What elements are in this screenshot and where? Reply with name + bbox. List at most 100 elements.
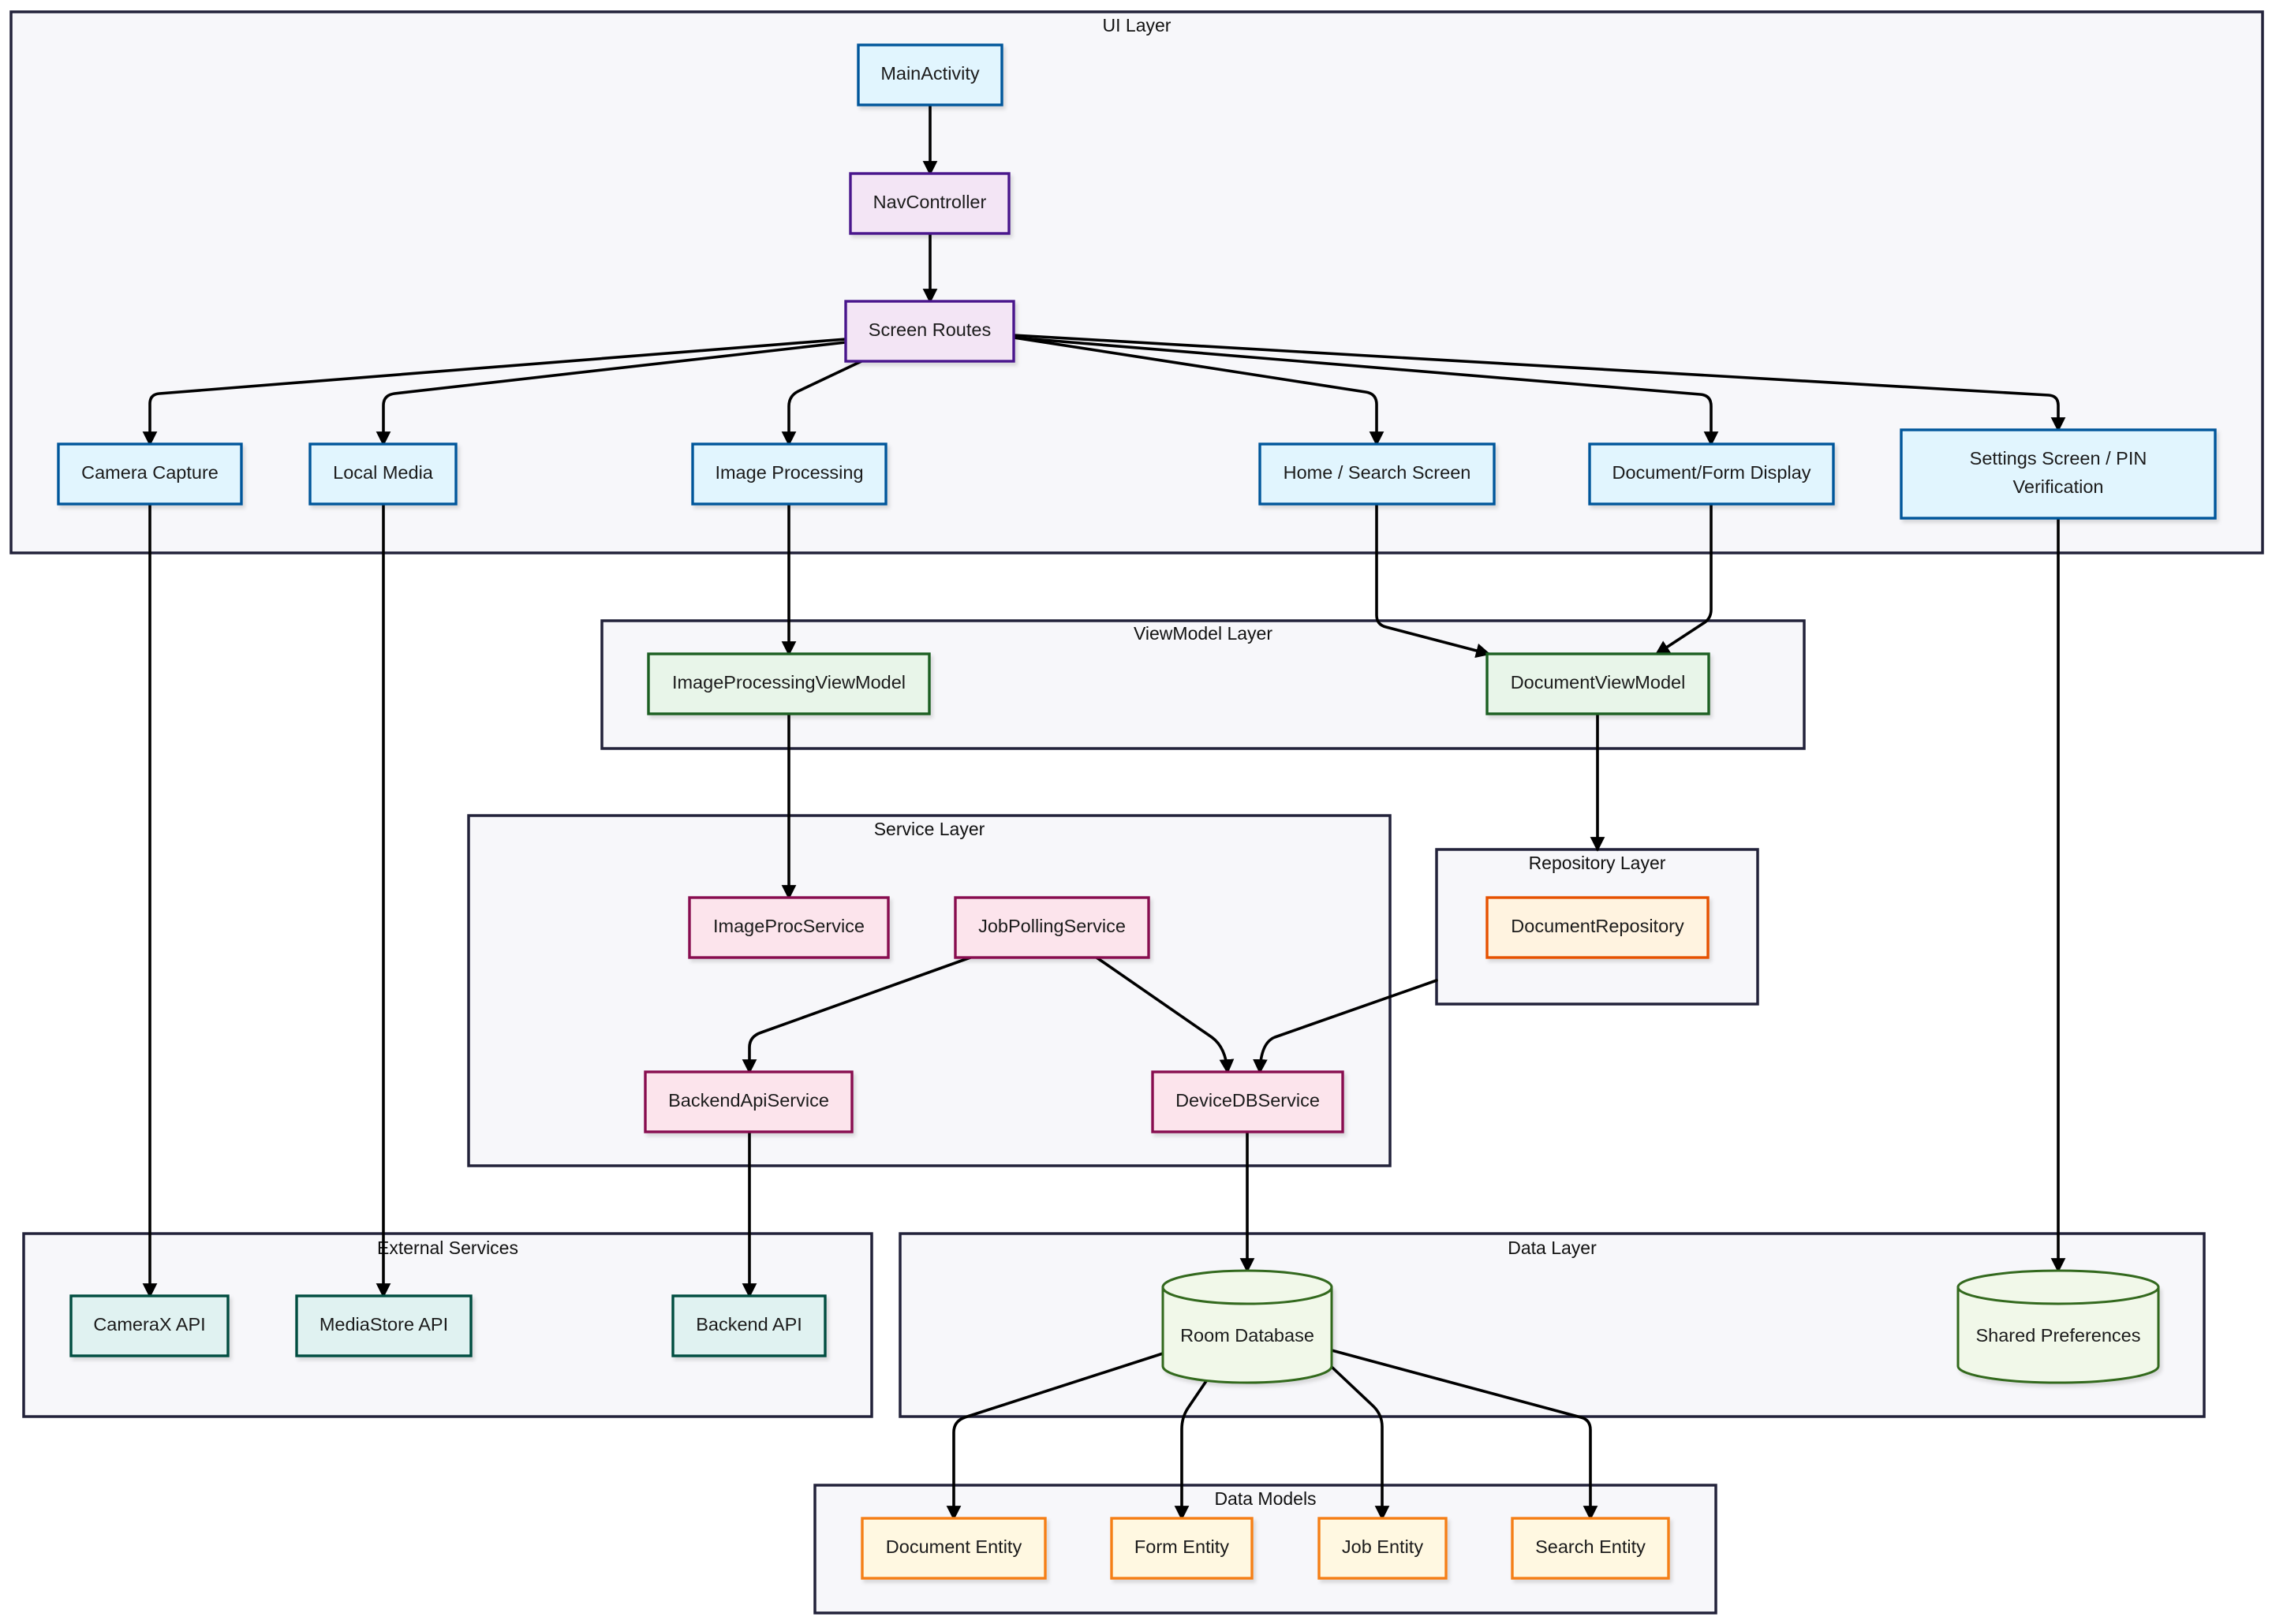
group-label: Service Layer <box>874 819 985 839</box>
node-camera-capture: Camera Capture <box>57 442 243 506</box>
node-label: Shared Preferences <box>1975 1325 2140 1346</box>
group-label: External Services <box>377 1238 518 1258</box>
node-mediastore-api: MediaStore API <box>295 1294 473 1357</box>
node-device-db-service: DeviceDBService <box>1151 1070 1344 1133</box>
edge-room-database-to-job-entity <box>1330 1365 1390 1521</box>
node-label: Form Entity <box>1134 1536 1229 1557</box>
node-box <box>69 1294 230 1357</box>
cylinder-top <box>1161 1269 1333 1305</box>
node-box <box>1485 652 1710 715</box>
node-camerax-api: CameraX API <box>69 1294 230 1357</box>
node-label: JobPollingService <box>978 916 1126 936</box>
edge-screen-routes-to-image-processing <box>781 360 863 446</box>
group-label: Data Models <box>1214 1488 1316 1509</box>
node-document-entity: Document Entity <box>861 1517 1047 1580</box>
cylinder-body <box>1161 1286 1333 1384</box>
node-box <box>644 1070 854 1133</box>
node-box <box>1900 428 2217 520</box>
edge-room-database-to-document-entity <box>946 1352 1164 1521</box>
node-box <box>308 442 458 506</box>
node-label: BackendApiService <box>668 1090 829 1111</box>
node-label: NavController <box>873 192 987 212</box>
node-box <box>1485 896 1710 959</box>
edge-screen-routes-to-local-media <box>376 341 847 446</box>
node-label: Home / Search Screen <box>1284 462 1471 483</box>
node-label: DocumentRepository <box>1511 916 1684 936</box>
node-document-repository: DocumentRepository <box>1485 896 1710 959</box>
node-box <box>954 896 1150 959</box>
node-label: CameraX API <box>93 1314 205 1335</box>
node-box <box>1151 1070 1344 1133</box>
node-box <box>295 1294 473 1357</box>
node-job-polling-service: JobPollingService <box>954 896 1150 959</box>
edge-screen-routes-to-settings-screen <box>1012 334 2066 432</box>
node-box <box>1110 1517 1254 1580</box>
node-backend-api: Backend API <box>671 1294 827 1357</box>
edge-home-search-to-document-vm <box>1375 502 1491 659</box>
group-label: Data Layer <box>1508 1238 1597 1258</box>
node-label: DocumentViewModel <box>1511 672 1686 693</box>
edge-screen-routes-to-home-search <box>1012 336 1384 446</box>
node-box <box>647 652 931 715</box>
cylinder-top <box>1956 1269 2160 1305</box>
edge-repository-layer-to-device-db-service <box>1253 979 1438 1074</box>
node-room-database: Room Database <box>1161 1269 1333 1384</box>
node-label: ImageProcService <box>713 916 865 936</box>
edge-screen-routes-to-camera-capture <box>142 338 847 446</box>
edge-job-polling-service-to-backend-api-service <box>742 956 972 1074</box>
node-form-entity: Form Entity <box>1110 1517 1254 1580</box>
node-box <box>691 442 888 506</box>
node-label: Document/Form Display <box>1612 462 1810 483</box>
node-box <box>1511 1517 1670 1580</box>
node-box <box>1317 1517 1448 1580</box>
node-label: Screen Routes <box>869 319 991 340</box>
node-main-activity: MainActivity <box>857 43 1003 106</box>
group-label: Repository Layer <box>1529 853 1666 873</box>
node-box <box>861 1517 1047 1580</box>
node-label: Room Database <box>1180 1325 1314 1346</box>
edge-job-polling-service-to-device-db-service <box>1095 956 1235 1074</box>
edge-screen-routes-to-document-display <box>1012 336 1719 446</box>
node-label: Search Entity <box>1535 1536 1646 1557</box>
node-label: Backend API <box>696 1314 802 1335</box>
node-image-vm: ImageProcessingViewModel <box>647 652 931 715</box>
edge-document-display-to-document-vm <box>1654 502 1713 655</box>
node-box <box>844 300 1015 363</box>
edge-room-database-to-form-entity <box>1174 1379 1208 1521</box>
node-box <box>1588 442 1835 506</box>
node-box <box>688 896 890 959</box>
node-label: MainActivity <box>880 63 980 84</box>
node-image-proc-service: ImageProcService <box>688 896 890 959</box>
node-document-vm: DocumentViewModel <box>1485 652 1710 715</box>
edge-room-database-to-search-entity <box>1330 1349 1598 1521</box>
node-screen-routes: Screen Routes <box>844 300 1015 363</box>
node-label: Local Media <box>333 462 434 483</box>
node-local-media: Local Media <box>308 442 458 506</box>
node-search-entity: Search Entity <box>1511 1517 1670 1580</box>
node-nav-controller: NavController <box>849 172 1011 235</box>
node-label: ImageProcessingViewModel <box>672 672 906 693</box>
cylinder-body <box>1956 1286 2160 1384</box>
node-job-entity: Job Entity <box>1317 1517 1448 1580</box>
node-shared-preferences: Shared Preferences <box>1956 1269 2160 1384</box>
node-image-processing: Image Processing <box>691 442 888 506</box>
node-label: Document Entity <box>886 1536 1022 1557</box>
node-label: DeviceDBService <box>1175 1090 1320 1111</box>
node-backend-api-service: BackendApiService <box>644 1070 854 1133</box>
group-label: UI Layer <box>1103 15 1172 35</box>
node-box <box>849 172 1011 235</box>
node-label: MediaStore API <box>320 1314 448 1335</box>
node-box <box>57 442 243 506</box>
node-label: Camera Capture <box>81 462 219 483</box>
node-document-display: Document/Form Display <box>1588 442 1835 506</box>
node-box <box>671 1294 827 1357</box>
group-label: ViewModel Layer <box>1134 623 1272 644</box>
node-box <box>857 43 1003 106</box>
node-label: Job Entity <box>1342 1536 1423 1557</box>
node-label: Image Processing <box>715 462 863 483</box>
node-home-search: Home / Search Screen <box>1258 442 1496 506</box>
